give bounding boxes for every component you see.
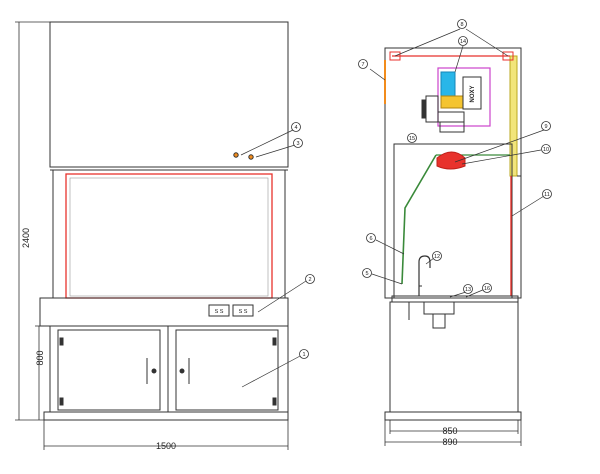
callout-balloon-16 [482, 283, 492, 293]
callout-label-5: 5 [365, 271, 368, 277]
socket-label-right: S S [239, 309, 248, 315]
indicator-light-3 [248, 154, 254, 160]
cabinet-door-left [57, 329, 161, 411]
socket-box-right [232, 304, 254, 317]
dimension-2400: 2400 [21, 228, 31, 248]
door-knob-right [179, 368, 185, 374]
motor-label: NOXY [470, 85, 476, 102]
front-view [39, 21, 289, 421]
socket-box-left [208, 304, 230, 317]
door-knob-left [151, 368, 157, 374]
blower-coil [440, 95, 464, 109]
callout-balloon-1 [299, 349, 309, 359]
fan-mount [425, 95, 439, 123]
indicator-light-4 [233, 152, 239, 158]
lamp [436, 151, 466, 170]
front-worktop [39, 297, 289, 327]
callout-label-16: 16 [484, 286, 490, 292]
front-base-cabinet [49, 325, 289, 413]
callout-label-7: 7 [361, 62, 364, 68]
callout-balloon-10 [541, 144, 551, 154]
front-leaders [240, 129, 307, 388]
side-duct-strip [509, 55, 518, 177]
callout-label-2: 2 [308, 277, 311, 283]
side-chamber [393, 143, 513, 299]
callout-balloon-15 [407, 133, 417, 143]
callout-balloon-5 [362, 268, 372, 278]
front-dimensions [15, 21, 289, 450]
side-view [384, 47, 522, 421]
rear-baffle [401, 154, 437, 285]
side-plinth [384, 411, 522, 421]
callout-balloon-14 [458, 36, 468, 46]
callout-balloon-6 [366, 233, 376, 243]
fan-outlet [439, 121, 465, 133]
callout-label-9: 9 [544, 124, 547, 130]
fan-motor [440, 71, 456, 97]
callout-label-6: 6 [369, 236, 372, 242]
callout-balloon-11 [542, 189, 552, 199]
callout-label-1: 1 [302, 352, 305, 358]
callout-label-4: 4 [294, 125, 297, 131]
callout-label-13: 13 [465, 287, 471, 293]
dimension-800: 800 [35, 350, 45, 365]
fan-collar [437, 111, 465, 123]
callout-label-10: 10 [543, 147, 549, 153]
front-sash-frame [52, 169, 286, 299]
callout-label-14: 14 [460, 39, 466, 45]
callout-balloon-9 [541, 121, 551, 131]
faucet [418, 255, 431, 296]
front-plinth [43, 411, 289, 421]
cabinet-door-right [175, 329, 279, 411]
callout-label-3: 3 [296, 141, 299, 147]
front-sash-opening [65, 173, 273, 299]
callout-label-12: 12 [434, 254, 440, 260]
dimension-890: 890 [442, 437, 457, 447]
callout-label-15: 15 [409, 136, 415, 142]
cup-sink [423, 301, 455, 315]
callout-balloon-8 [457, 19, 467, 29]
callout-balloon-12 [432, 251, 442, 261]
side-leaders [369, 28, 545, 298]
side-dimensions [384, 420, 522, 446]
front-upper-body [49, 21, 289, 168]
callout-label-8: 8 [460, 22, 463, 28]
callout-balloon-2 [305, 274, 315, 284]
side-worktop [391, 295, 519, 303]
dimension-1500: 1500 [156, 441, 176, 451]
dimension-850: 850 [442, 426, 457, 436]
socket-label-left: S S [215, 309, 224, 315]
callout-balloon-7 [358, 59, 368, 69]
callout-balloon-13 [463, 284, 473, 294]
callout-balloon-3 [293, 138, 303, 148]
callout-balloon-4 [291, 122, 301, 132]
callout-label-11: 11 [544, 192, 550, 198]
